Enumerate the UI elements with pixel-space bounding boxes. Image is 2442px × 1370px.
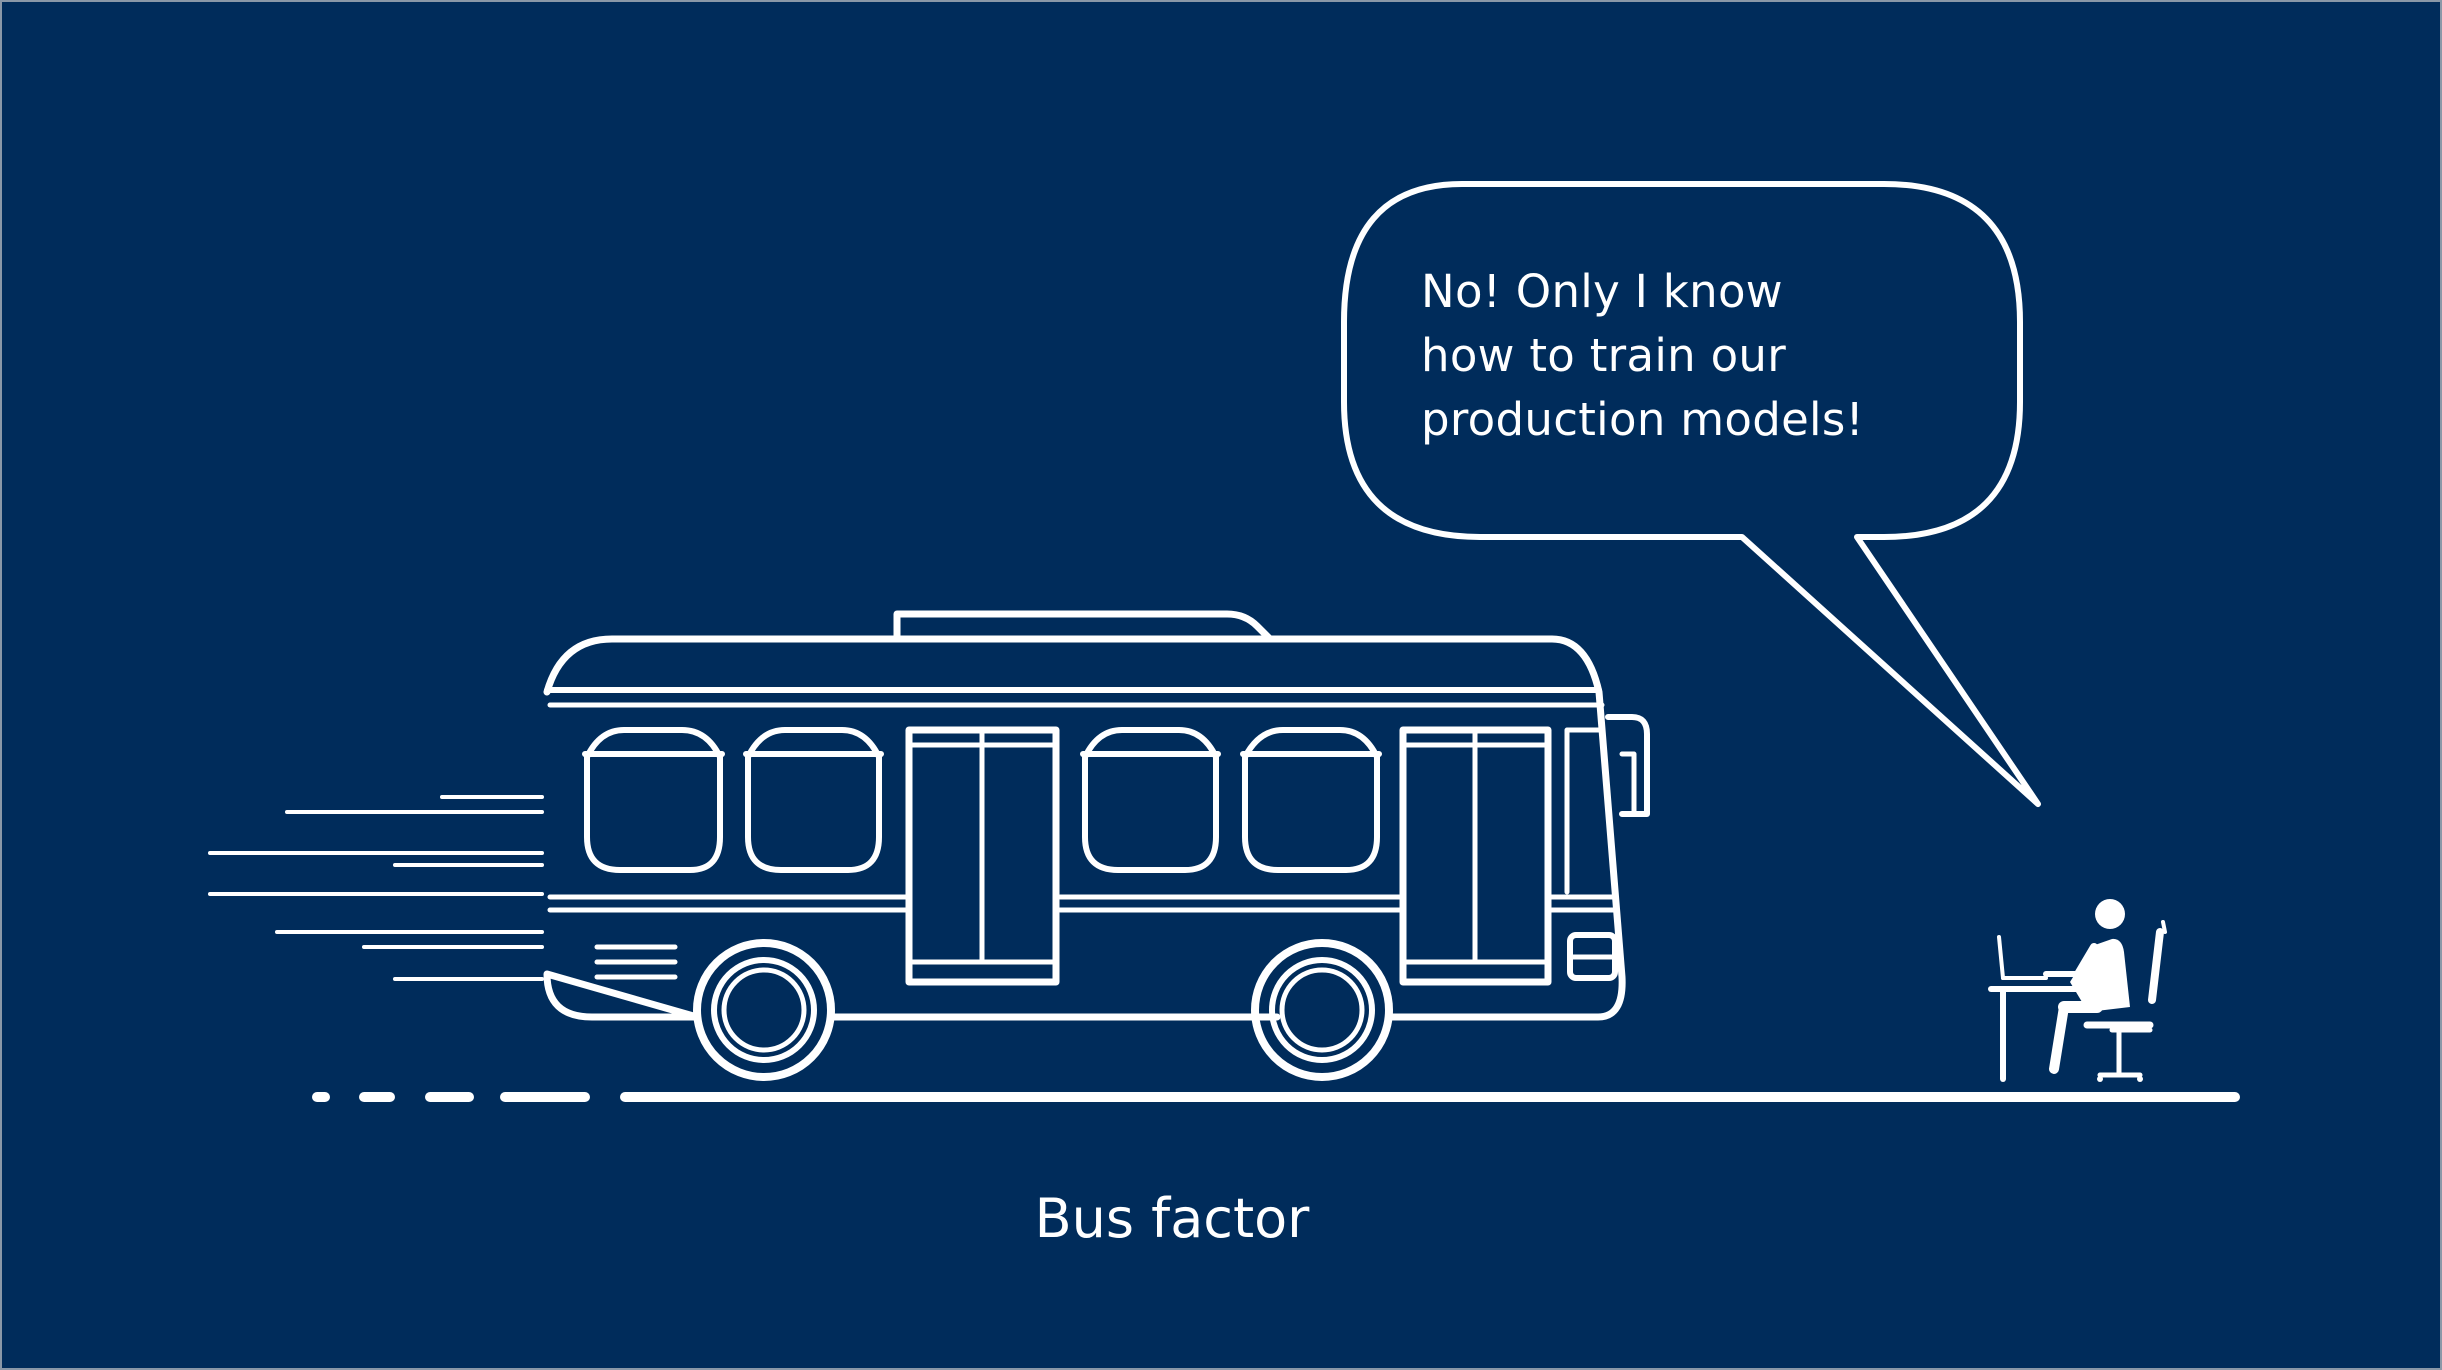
bus-icon bbox=[543, 610, 1650, 1081]
speed-lines bbox=[208, 795, 544, 981]
speech-line-2: how to train our bbox=[1421, 329, 1787, 382]
speech-bubble bbox=[1341, 181, 2041, 807]
speech-line-1: No! Only I know bbox=[1421, 265, 1783, 318]
person-at-desk-icon bbox=[1988, 899, 2167, 1082]
speech-line-3: production models! bbox=[1421, 393, 1864, 446]
speech-bubble-text: No! Only I know how to train our product… bbox=[1421, 260, 1981, 452]
caption: Bus factor bbox=[1034, 1187, 1310, 1250]
